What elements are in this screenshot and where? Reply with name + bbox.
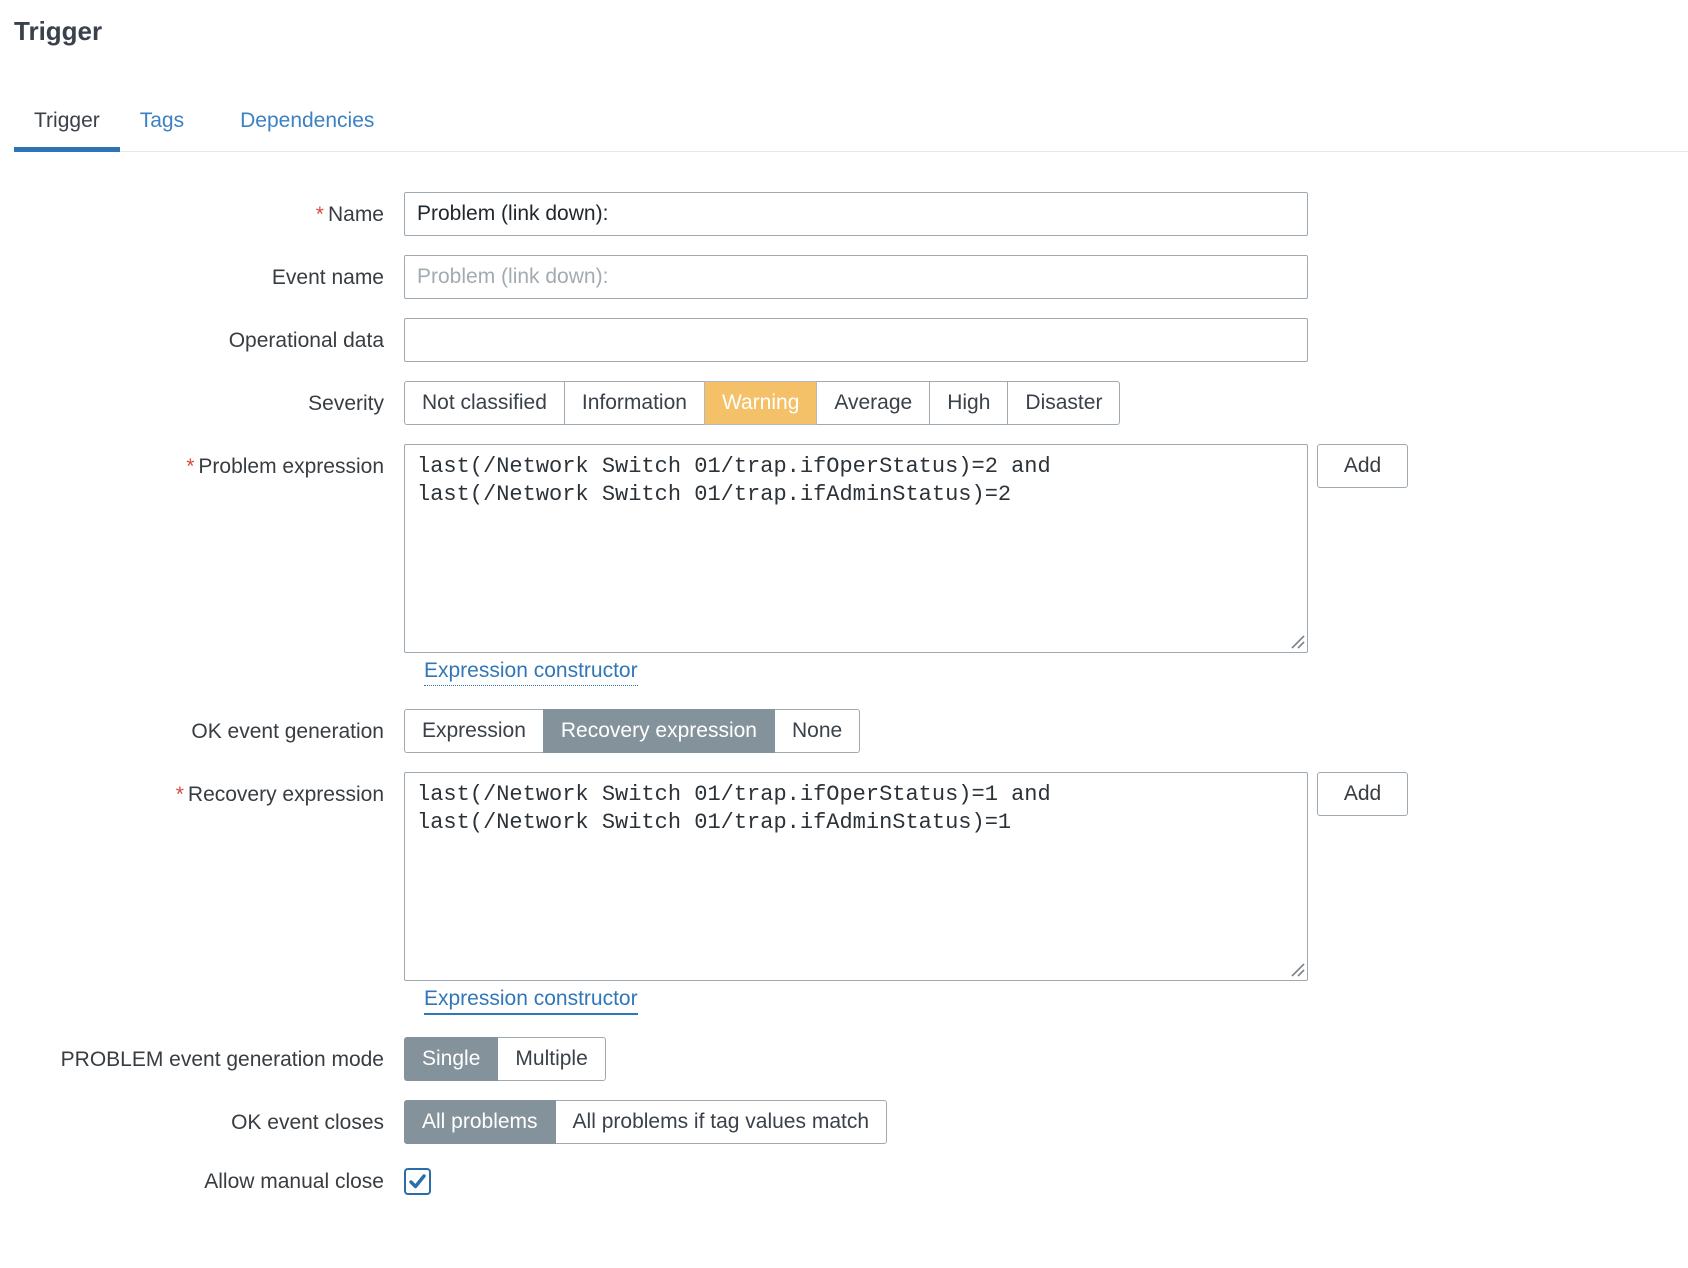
recovery-expression-row: *Recovery expression last(/Network Switc…: [14, 772, 1688, 981]
ok-event-generation-option-recovery-expression[interactable]: Recovery expression: [542, 709, 775, 753]
operational-data-label: Operational data: [14, 327, 404, 354]
ok-event-closes-segmented-control: All problems All problems if tag values …: [404, 1100, 888, 1144]
ok-event-generation-option-expression[interactable]: Expression: [404, 709, 544, 753]
severity-segmented-control: Not classified Information Warning Avera…: [404, 381, 1121, 425]
problem-event-mode-option-single[interactable]: Single: [404, 1037, 499, 1081]
problem-expression-textarea[interactable]: last(/Network Switch 01/trap.ifOperStatu…: [404, 444, 1308, 653]
recovery-expression-constructor-row: Expression constructor: [424, 987, 1688, 1015]
severity-option-not-classified[interactable]: Not classified: [404, 381, 565, 425]
operational-data-label-text: Operational data: [228, 328, 384, 352]
problem-expression-label-text: Problem expression: [198, 455, 384, 478]
allow-manual-close-checkbox[interactable]: [404, 1168, 431, 1195]
name-row: *Name: [14, 192, 1688, 236]
severity-option-high[interactable]: High: [929, 381, 1009, 425]
problem-event-generation-mode-label-text: PROBLEM event generation mode: [60, 1047, 384, 1071]
severity-label-text: Severity: [308, 391, 384, 415]
problem-expression-label: *Problem expression: [14, 444, 404, 480]
event-name-label-text: Event name: [271, 265, 384, 289]
allow-manual-close-label-text: Allow manual close: [204, 1170, 384, 1193]
ok-event-generation-row: OK event generation Expression Recovery …: [14, 709, 1688, 753]
severity-option-information[interactable]: Information: [563, 381, 705, 425]
ok-event-closes-label-text: OK event closes: [231, 1110, 384, 1134]
name-label: *Name: [14, 201, 404, 228]
ok-event-closes-option-all-problems[interactable]: All problems: [404, 1100, 556, 1144]
required-marker: *: [186, 455, 195, 478]
recovery-expression-label-text: Recovery expression: [187, 783, 384, 806]
allow-manual-close-label: Allow manual close: [14, 1168, 404, 1195]
required-marker: *: [315, 202, 324, 226]
ok-event-generation-label: OK event generation: [14, 718, 404, 745]
problem-event-generation-mode-segmented-control: Single Multiple: [404, 1037, 606, 1081]
ok-event-generation-segmented-control: Expression Recovery expression None: [404, 709, 861, 753]
tab-trigger[interactable]: Trigger: [14, 99, 120, 152]
problem-expression-row: *Problem expression last(/Network Switch…: [14, 444, 1688, 653]
checkmark-icon: [409, 1174, 426, 1189]
tab-tags[interactable]: Tags: [139, 109, 185, 132]
recovery-expression-constructor-link[interactable]: Expression constructor: [424, 987, 638, 1015]
problem-event-generation-mode-row: PROBLEM event generation mode Single Mul…: [14, 1037, 1688, 1081]
ok-event-closes-option-all-problems-if-tag-values-match[interactable]: All problems if tag values match: [554, 1100, 888, 1144]
severity-option-warning[interactable]: Warning: [703, 381, 818, 425]
name-input[interactable]: [404, 192, 1308, 236]
event-name-input[interactable]: [404, 255, 1308, 299]
problem-expression-add-button[interactable]: Add: [1317, 444, 1408, 488]
severity-label: Severity: [14, 390, 404, 417]
recovery-expression-add-button[interactable]: Add: [1317, 772, 1408, 816]
page-title: Trigger: [14, 16, 103, 46]
ok-event-closes-row: OK event closes All problems All problem…: [14, 1100, 1688, 1144]
problem-expression-constructor-row: Expression constructor: [424, 659, 1688, 686]
severity-row: Severity Not classified Information Warn…: [14, 381, 1688, 425]
recovery-expression-label: *Recovery expression: [14, 772, 404, 808]
recovery-expression-textarea-wrap: last(/Network Switch 01/trap.ifOperStatu…: [404, 772, 1308, 981]
recovery-expression-textarea[interactable]: last(/Network Switch 01/trap.ifOperStatu…: [404, 772, 1308, 981]
problem-event-generation-mode-label: PROBLEM event generation mode: [14, 1046, 404, 1073]
ok-event-generation-option-none[interactable]: None: [773, 709, 861, 753]
required-marker: *: [175, 783, 184, 806]
severity-option-disaster[interactable]: Disaster: [1007, 381, 1121, 425]
operational-data-row: Operational data: [14, 318, 1688, 362]
ok-event-generation-label-text: OK event generation: [191, 719, 384, 743]
event-name-row: Event name: [14, 255, 1688, 299]
problem-expression-textarea-wrap: last(/Network Switch 01/trap.ifOperStatu…: [404, 444, 1308, 653]
allow-manual-close-row: Allow manual close: [14, 1168, 1688, 1195]
name-label-text: Name: [327, 202, 384, 226]
tab-dependencies[interactable]: Dependencies: [240, 109, 375, 132]
tab-bar: Trigger Tags Dependencies: [14, 99, 1688, 152]
severity-option-average[interactable]: Average: [816, 381, 931, 425]
ok-event-closes-label: OK event closes: [14, 1109, 404, 1136]
operational-data-input[interactable]: [404, 318, 1308, 362]
problem-event-mode-option-multiple[interactable]: Multiple: [497, 1037, 606, 1081]
trigger-form: *Name Event name Operational data Severi…: [14, 192, 1688, 1195]
problem-expression-constructor-link[interactable]: Expression constructor: [424, 659, 638, 686]
event-name-label: Event name: [14, 264, 404, 291]
